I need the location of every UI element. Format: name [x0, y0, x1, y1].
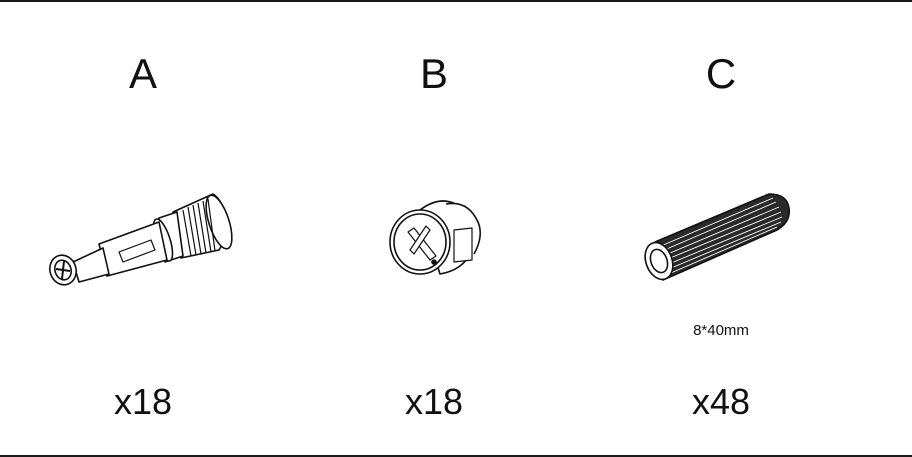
- dowel-size-label: 8*40mm: [693, 322, 749, 339]
- part-letter: A: [128, 50, 157, 97]
- part-b: B x18: [314, 0, 554, 457]
- part-quantity: x18: [113, 381, 173, 422]
- part-letter: C: [705, 50, 737, 97]
- part-a: A: [23, 0, 263, 457]
- part-c: C 8*40mm x48: [601, 0, 841, 457]
- part-quantity: x48: [691, 381, 751, 422]
- cam-bolt-icon: [48, 193, 233, 286]
- part-quantity: x18: [404, 381, 464, 422]
- wooden-dowel-icon: [644, 193, 791, 281]
- cam-lock-nut-icon: [389, 200, 482, 275]
- top-divider: [0, 0, 912, 2]
- bottom-divider: [0, 455, 912, 457]
- part-letter: B: [419, 50, 448, 97]
